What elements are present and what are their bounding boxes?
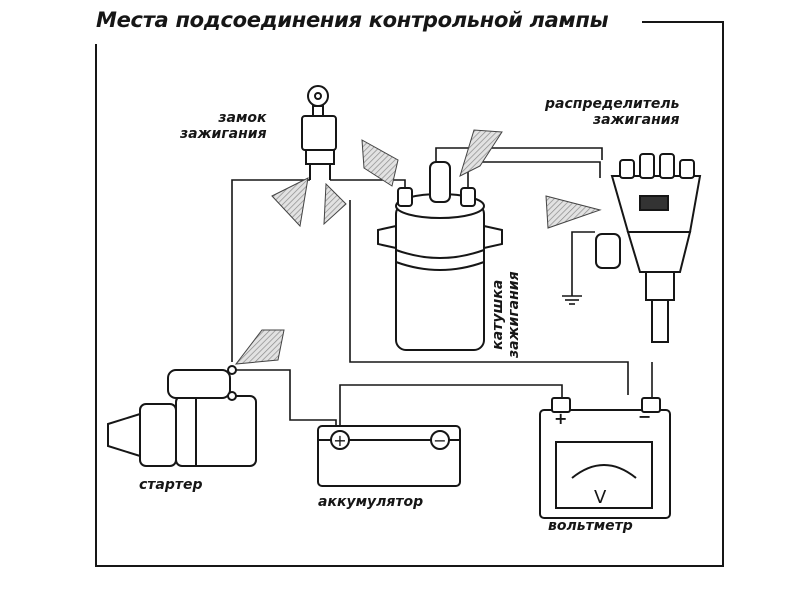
ignition-lock: [301, 85, 337, 180]
test-lamp-arrow-icon: [271, 177, 309, 228]
voltmeter-minus: −: [638, 407, 652, 426]
test-lamp-arrow-icon: [323, 182, 347, 226]
ignition-coil: [377, 161, 503, 351]
battery: + −: [317, 425, 461, 487]
voltmeter-label: вольтметр: [548, 518, 633, 534]
test-lamp-arrow-icon: [361, 139, 399, 187]
ignition-coil-label: катушка зажигания: [490, 271, 523, 358]
wires: [231, 147, 653, 430]
test-lamp-arrow-icon: [545, 195, 602, 229]
voltmeter-plus: +: [554, 409, 568, 428]
battery-plus: +: [333, 431, 346, 450]
test-lamp-arrows: [234, 129, 602, 365]
diagram-frame: [95, 21, 724, 567]
starter-label: стартер: [139, 477, 203, 493]
voltmeter-unit: V: [594, 487, 607, 508]
diagram-title: Места подсоединения контрольной лампы: [96, 8, 609, 32]
test-lamp-arrow-icon: [459, 129, 503, 177]
distributor: [595, 153, 702, 343]
test-lamp-arrow-icon: [234, 329, 285, 365]
battery-label: аккумулятор: [318, 494, 424, 510]
distributor-label: распределитель зажигания: [545, 96, 680, 129]
starter: [107, 365, 257, 467]
voltmeter: [539, 397, 671, 519]
battery-minus: −: [433, 431, 446, 450]
ignition-lock-label: замок зажигания: [180, 110, 267, 143]
